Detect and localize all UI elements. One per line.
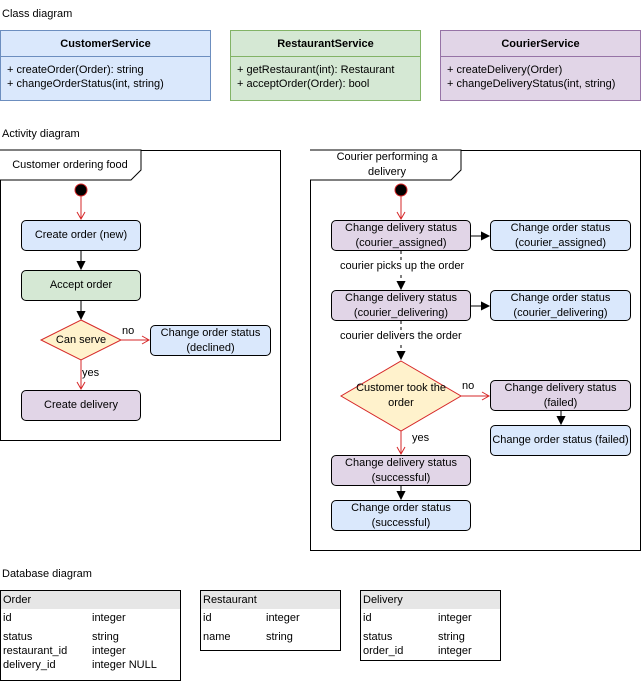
frame-label-courier: Courier performing a delivery — [336, 151, 438, 178]
class-method: + createOrder(Order): string — [7, 64, 144, 76]
node-create-order: Create order (new) — [21, 220, 141, 251]
db-table-delivery: Delivery id integer status string order_… — [360, 590, 501, 661]
edge-label-delivers: courier delivers the order — [340, 330, 462, 343]
edge-label-picks-up: courier picks up the order — [340, 260, 465, 273]
node-accept-order: Accept order — [21, 270, 141, 301]
db-table-name: Order — [1, 591, 180, 609]
class-method: + getRestaurant(int): Restaurant — [237, 64, 395, 76]
edge-label-yes: yes — [412, 432, 430, 444]
decision-label-can-serve: Can serve — [55, 334, 107, 346]
node-order-successful: Change order status (successful) — [331, 500, 471, 531]
node-delivery-successful: Change delivery status (successful) — [331, 455, 471, 486]
db-column-name: status — [3, 631, 33, 643]
class-restaurant-service: RestaurantService + getRestaurant(int): … — [230, 30, 421, 101]
db-column-name: restaurant_id — [3, 645, 68, 657]
edge-label-yes: yes — [82, 367, 100, 379]
db-column-name: id — [203, 612, 212, 624]
frame-label-tab — [310, 149, 462, 181]
class-name: CourierService — [441, 31, 640, 57]
db-column-name: order_id — [363, 645, 404, 657]
node-order-declined: Change order status (declined) — [150, 325, 271, 356]
activity-diagram-title: Activity diagram — [2, 128, 80, 140]
frame-label-tab — [0, 149, 142, 181]
class-courier-service: CourierService + createDelivery(Order) +… — [440, 30, 641, 101]
node-order-failed: Change order status (failed) — [490, 425, 631, 456]
node-create-delivery: Create delivery — [21, 390, 141, 421]
start-node — [394, 183, 408, 197]
decision-label-customer-took: Customer took the order — [356, 382, 446, 409]
db-column-type: integer — [266, 612, 300, 624]
db-column-name: delivery_id — [3, 659, 56, 671]
class-diagram-title: Class diagram — [2, 8, 73, 20]
database-diagram-title: Database diagram — [2, 568, 92, 580]
node-delivery-failed: Change delivery status (failed) — [490, 380, 631, 411]
node-order-delivering: Change order status (courier_delivering) — [490, 290, 631, 321]
class-method: + acceptOrder(Order): bool — [237, 78, 370, 90]
db-column-type: integer — [438, 645, 472, 657]
db-column-name: id — [363, 612, 372, 624]
edge-label-no: no — [462, 380, 475, 392]
db-column-type: string — [266, 631, 293, 643]
decision-customer-took — [340, 360, 462, 432]
class-method: + createDelivery(Order) — [447, 64, 563, 76]
frame-label-customer: Customer ordering food — [12, 158, 128, 171]
edge-label-no: no — [122, 325, 135, 337]
class-name: CustomerService — [1, 31, 210, 57]
node-delivery-assigned: Change delivery status (courier_assigned… — [331, 220, 471, 251]
db-column-name: id — [3, 612, 12, 624]
db-table-name: Restaurant — [201, 591, 340, 609]
db-table-name: Delivery — [361, 591, 500, 609]
db-column-type: integer — [92, 612, 126, 624]
db-column-type: integer — [438, 612, 472, 624]
db-column-name: name — [203, 631, 231, 643]
node-order-assigned: Change order status (courier_assigned) — [490, 220, 631, 251]
db-column-type: integer NULL — [92, 659, 157, 671]
start-node — [74, 183, 88, 197]
db-column-type: integer — [92, 645, 126, 657]
db-column-type: string — [92, 631, 119, 643]
class-customer-service: CustomerService + createOrder(Order): st… — [0, 30, 211, 101]
decision-can-serve — [39, 319, 123, 361]
class-method: + changeDeliveryStatus(int, string) — [447, 78, 616, 90]
class-method: + changeOrderStatus(int, string) — [7, 78, 164, 90]
db-table-restaurant: Restaurant id integer name string — [200, 590, 341, 651]
db-table-order: Order id integer status string restauran… — [0, 590, 181, 681]
class-name: RestaurantService — [231, 31, 420, 57]
db-column-name: status — [363, 631, 393, 643]
db-column-type: string — [438, 631, 465, 643]
node-delivery-delivering: Change delivery status (courier_deliveri… — [331, 290, 471, 321]
